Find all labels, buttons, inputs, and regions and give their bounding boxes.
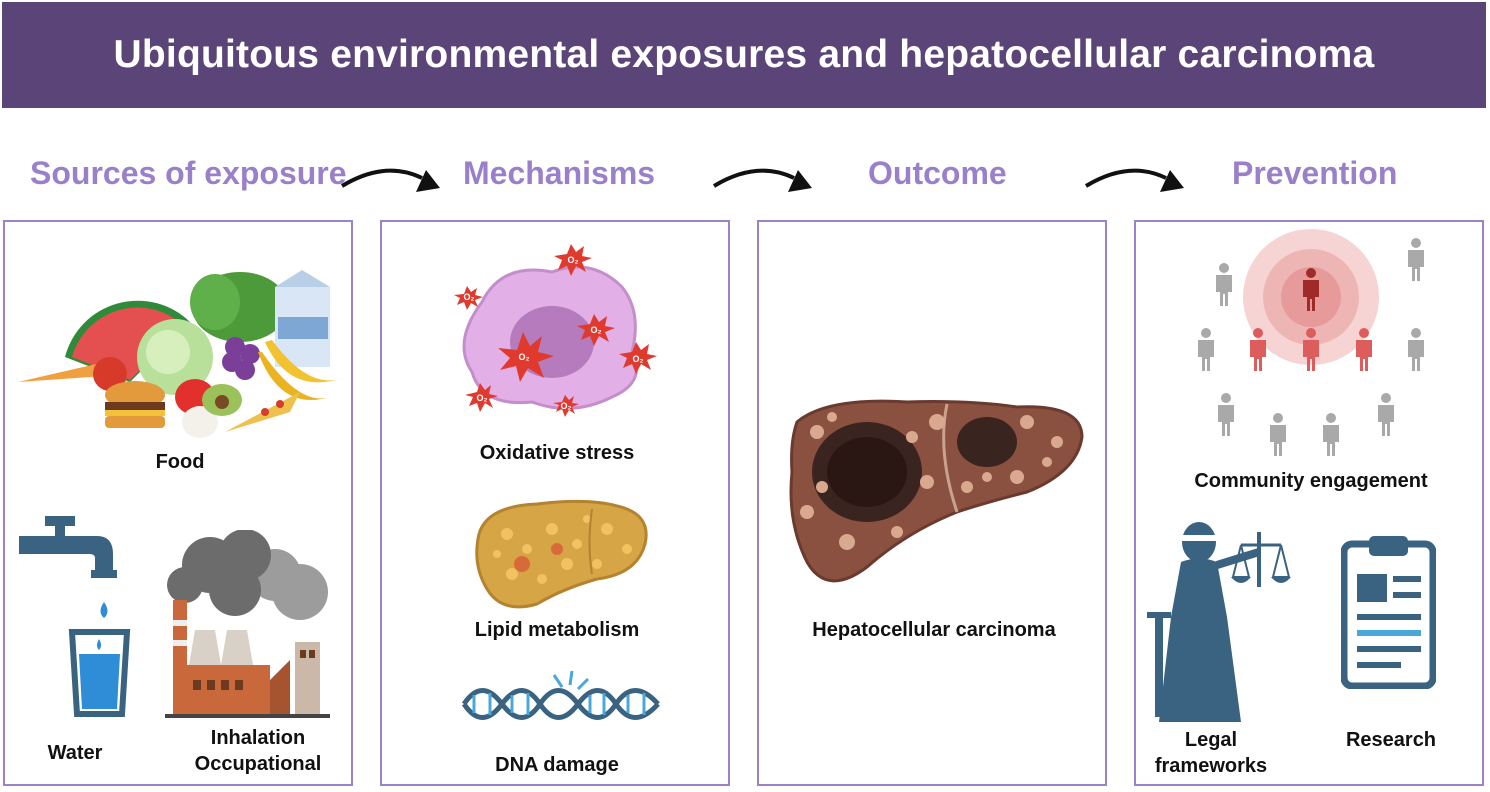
panel-sources: Food Water Inhalation Occupational xyxy=(3,220,353,786)
ros-symbol: O₂ xyxy=(633,354,644,364)
community-people-icon xyxy=(1198,229,1424,456)
ros-symbol: O₂ xyxy=(568,255,579,265)
ros-symbol: O₂ xyxy=(561,401,572,411)
label-hepatocellular-carcinoma: Hepatocellular carcinoma xyxy=(812,619,1056,641)
arrow-icon xyxy=(712,168,812,192)
label-occupational: Occupational xyxy=(194,753,322,775)
heading-mechanisms: Mechanisms xyxy=(463,155,656,191)
label-inhalation: Inhalation xyxy=(210,727,306,749)
label-legal: Legal xyxy=(1184,729,1238,751)
panel-outcome: Hepatocellular carcinoma xyxy=(757,220,1107,786)
label-community-engagement: Community engagement xyxy=(1194,470,1428,492)
heading-sources: Sources of exposure xyxy=(30,155,347,191)
lady-justice-icon xyxy=(1147,522,1291,722)
ros-symbol: O₂ xyxy=(464,292,475,302)
page-title: Ubiquitous environmental exposures and h… xyxy=(113,33,1375,76)
food-illustration-icon xyxy=(18,270,345,438)
label-frameworks: frameworks xyxy=(1154,755,1268,777)
factory-smoke-icon xyxy=(165,530,330,718)
label-research: Research xyxy=(1345,729,1437,751)
heading-prevention: Prevention xyxy=(1232,155,1398,191)
label-lipid-metabolism: Lipid metabolism xyxy=(474,619,640,641)
arrow-icon xyxy=(1084,168,1184,192)
ros-symbol: O₂ xyxy=(519,352,530,362)
fatty-liver-icon xyxy=(475,499,648,609)
cancerous-liver-icon xyxy=(789,399,1084,583)
label-food: Food xyxy=(155,451,205,473)
panel-mechanisms: O₂ O₂ O₂ O₂ O₂ O₂ O₂ Oxidative stress Li… xyxy=(380,220,730,786)
label-oxidative-stress: Oxidative stress xyxy=(479,442,635,464)
arrow-icon xyxy=(340,168,440,192)
label-dna-damage: DNA damage xyxy=(495,754,619,776)
label-water: Water xyxy=(47,742,103,764)
cell-ros-icon: O₂ O₂ O₂ O₂ O₂ O₂ O₂ xyxy=(454,244,657,417)
water-tap-icon xyxy=(19,516,131,717)
ros-symbol: O₂ xyxy=(477,393,488,403)
dna-helix-icon xyxy=(462,670,660,720)
ros-symbol: O₂ xyxy=(591,325,602,335)
panel-prevention: Community engagement Legal frameworks Re… xyxy=(1134,220,1484,786)
heading-outcome: Outcome xyxy=(868,155,1007,191)
title-banner: Ubiquitous environmental exposures and h… xyxy=(2,2,1486,108)
clipboard-research-icon xyxy=(1341,536,1436,689)
